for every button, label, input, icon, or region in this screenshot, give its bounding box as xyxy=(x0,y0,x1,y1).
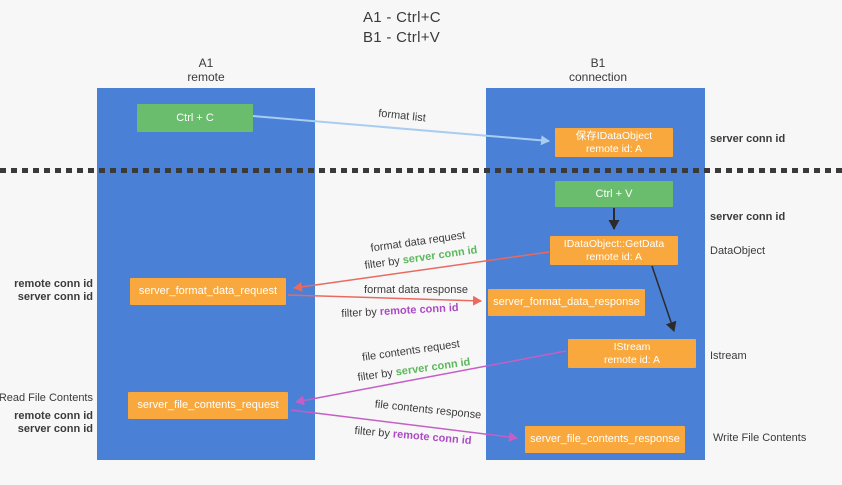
annotation-server-conn-id-file: server conn id xyxy=(17,423,93,435)
annotation-server-conn-id-top-right: server conn id xyxy=(710,133,786,145)
lane-a1-name: A1 xyxy=(198,56,214,70)
istream-line1: IStream xyxy=(613,340,651,353)
annotation-remote-conn-id-file: remote conn id xyxy=(14,410,93,422)
label-format-data-response-filter: filter by remote conn id xyxy=(341,302,459,320)
filter-by-text: filter by xyxy=(356,366,397,384)
annotation-server-conn-id-format: server conn id xyxy=(17,291,93,303)
filter-by-text: filter by xyxy=(341,306,381,321)
save-idataobject-line2: remote id: A xyxy=(585,142,643,155)
server-format-data-request-label: server_format_data_request xyxy=(138,285,278,297)
label-format-list: format list xyxy=(377,107,427,125)
remote-conn-id-key: remote conn id xyxy=(392,428,472,448)
diagram-title: A1 - Ctrl+C B1 - Ctrl+V xyxy=(363,8,441,48)
box-idataobject-getdata: IDataObject::GetData remote id: A xyxy=(550,236,678,265)
lane-a1-role: remote xyxy=(187,70,225,84)
ctrl-v-label: Ctrl + V xyxy=(595,187,633,200)
annotation-write-file-contents: Write File Contents xyxy=(713,432,807,444)
lane-header-a1: A1 remote xyxy=(146,56,266,84)
ctrl-c-label: Ctrl + C xyxy=(176,111,214,124)
server-conn-id-key: server conn id xyxy=(394,356,472,379)
lane-b1-name: B1 xyxy=(590,56,606,70)
lane-b1-role: connection xyxy=(568,70,628,84)
getdata-line1: IDataObject::GetData xyxy=(563,237,665,250)
session-divider-dashed-line xyxy=(0,168,842,173)
getdata-line2: remote id: A xyxy=(585,250,643,263)
istream-line2: remote id: A xyxy=(603,353,661,366)
title-line-1: A1 - Ctrl+C xyxy=(363,9,441,26)
filter-by-text: filter by xyxy=(354,424,394,441)
label-file-contents-response: file contents response xyxy=(374,398,482,422)
server-file-contents-response-label: server_file_contents_response xyxy=(530,433,680,445)
label-file-contents-response-filter: filter by remote conn id xyxy=(354,425,472,447)
annotation-read-file-contents: Read File Contents xyxy=(0,392,93,404)
server-format-data-response-label: server_format_data_response xyxy=(493,296,640,308)
box-server-file-contents-request: server_file_contents_request xyxy=(128,392,288,419)
box-ctrl-c: Ctrl + C xyxy=(137,104,253,132)
box-server-file-contents-response: server_file_contents_response xyxy=(525,426,685,453)
lane-header-b1: B1 connection xyxy=(538,56,658,84)
filter-by-text: filter by xyxy=(363,254,404,272)
box-save-idataobject: 保存IDataObject remote id: A xyxy=(555,128,673,157)
annotation-istream: Istream xyxy=(710,350,747,362)
annotation-dataobject: DataObject xyxy=(710,245,766,257)
box-server-format-data-request: server_format_data_request xyxy=(130,278,286,305)
save-idataobject-line1: 保存IDataObject xyxy=(575,129,653,142)
server-file-contents-request-label: server_file_contents_request xyxy=(137,399,279,411)
label-format-data-response: format data response xyxy=(364,284,468,296)
title-line-2: B1 - Ctrl+V xyxy=(363,29,441,46)
annotation-server-conn-id-mid-right: server conn id xyxy=(710,211,786,223)
box-istream: IStream remote id: A xyxy=(568,339,696,368)
annotation-remote-conn-id-format: remote conn id xyxy=(14,278,93,290)
remote-conn-id-key: remote conn id xyxy=(379,301,459,319)
box-ctrl-v: Ctrl + V xyxy=(555,181,673,207)
box-server-format-data-response: server_format_data_response xyxy=(488,289,645,316)
